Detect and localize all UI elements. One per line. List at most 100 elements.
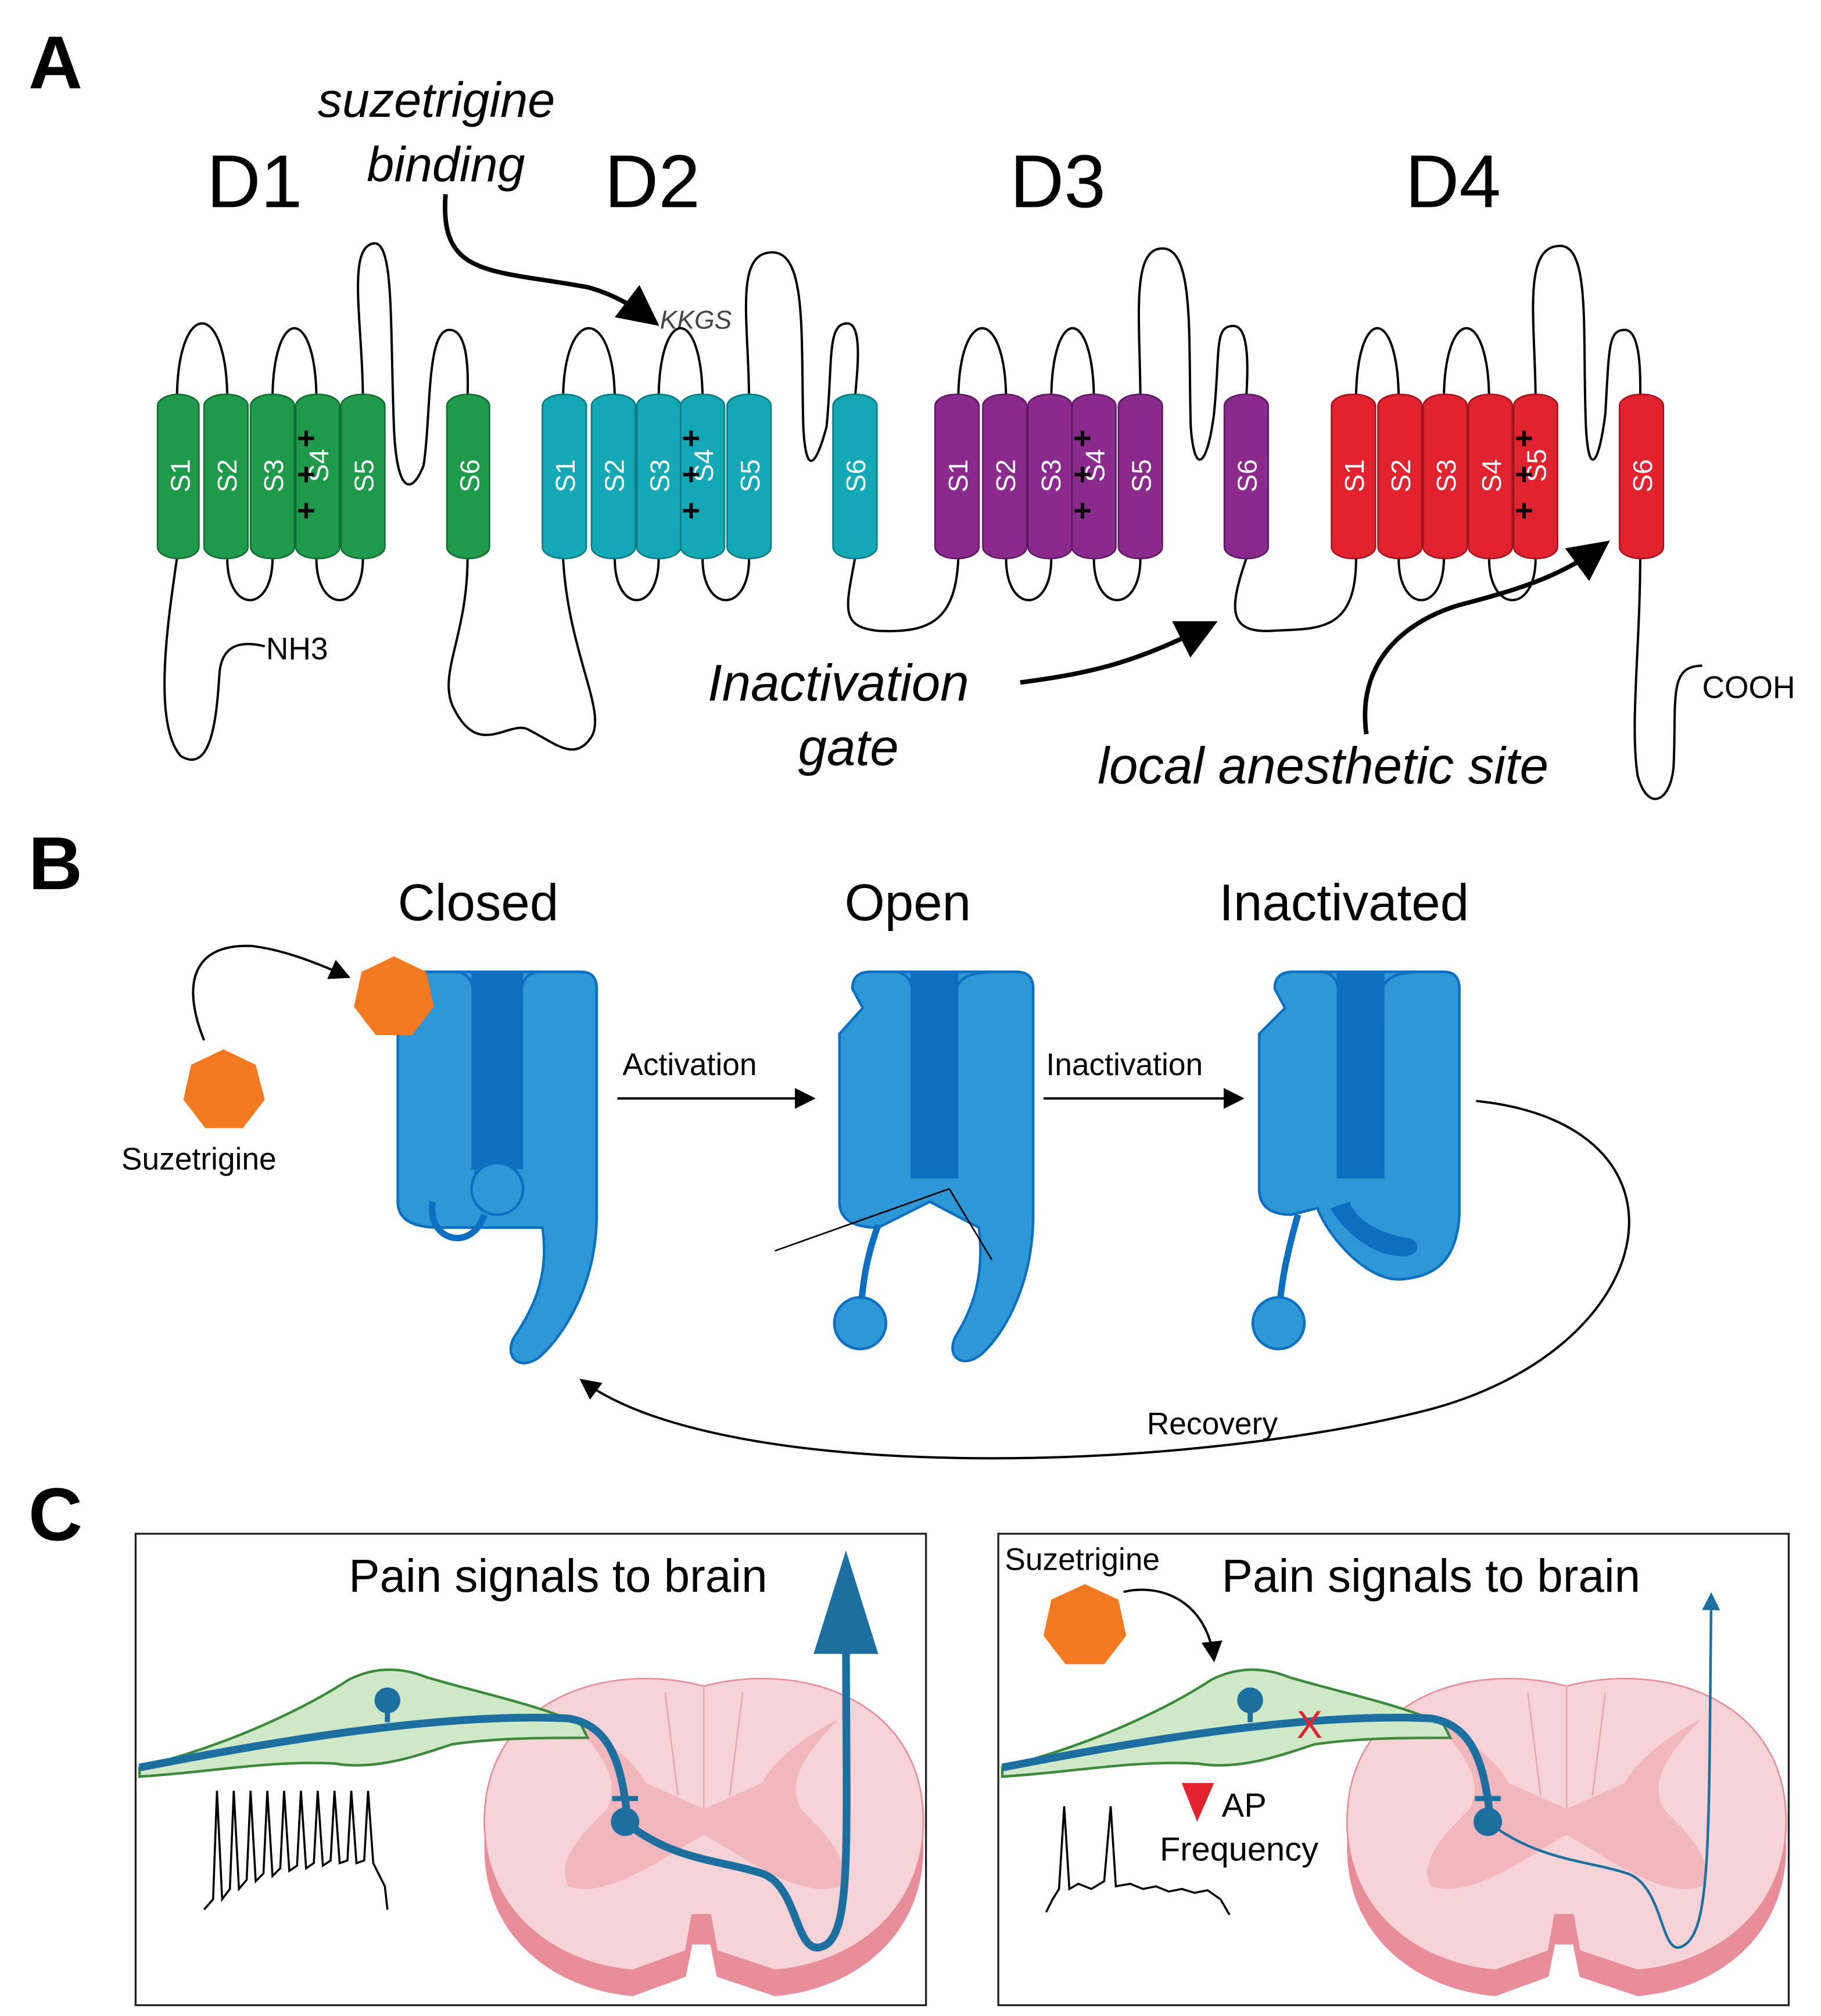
brain-arrow-left <box>813 1551 879 1654</box>
d3-segment-s1: S1 <box>934 393 980 560</box>
svg-text:S1: S1 <box>166 459 196 492</box>
suzetrigine-binding-arrow-b <box>192 944 351 1041</box>
d3-segment-s4: S4 +++ <box>1065 393 1117 560</box>
d3-s4-charges: +++ <box>1065 411 1099 520</box>
spinal-cord-right <box>1346 1678 1787 1996</box>
d4-segment-s4: S4 <box>1467 393 1514 560</box>
domain-d4: S1 S2 S3 S4 S5 +++ S6 <box>1331 393 1665 560</box>
svg-text:S2: S2 <box>1386 459 1416 492</box>
d2-segment-s2: S2 <box>590 393 636 560</box>
d1-s4-charges: +++ <box>289 411 324 520</box>
svg-text:S3: S3 <box>1036 459 1066 492</box>
domain-label-d4: D4 <box>1405 139 1501 223</box>
panel-label-b: B <box>28 822 83 905</box>
d1-segment-s6: S6 <box>446 393 490 560</box>
panel-c-right-frame <box>997 1532 1790 2007</box>
channel-closed <box>396 971 598 1365</box>
suzetrigine-label-b: Suzetrigine <box>121 1142 277 1176</box>
svg-text:S3: S3 <box>259 459 289 492</box>
svg-text:S5: S5 <box>735 459 765 492</box>
d3-segment-s3: S3 <box>1027 393 1073 560</box>
panel-c-left-frame <box>134 1532 927 2007</box>
recovery-arrow <box>579 1100 1630 1460</box>
panel-c-left-title: Pain signals to brain <box>349 1550 767 1602</box>
recovery-label: Recovery <box>1147 1407 1278 1441</box>
inactivation-gate-label-line2: gate <box>798 719 899 776</box>
drg-neuron-right <box>1001 1668 1502 1836</box>
panel-c: Pain signals to brain <box>134 1532 1790 2007</box>
d2-segment-s5: S5 <box>726 393 772 560</box>
d1-segment-s4: S4 +++ <box>289 393 340 560</box>
svg-text:S6: S6 <box>455 459 485 492</box>
suzetrigine-bound-heptagon <box>354 956 434 1036</box>
d2-segment-s6: S6 <box>832 393 878 560</box>
local-anesthetic-label: local anesthetic site <box>1098 737 1548 794</box>
svg-text:S3: S3 <box>644 459 675 492</box>
kkgs-motif: KKGS <box>660 306 732 334</box>
panel-c-left: Pain signals to brain <box>134 1532 927 2007</box>
binding-arrow <box>443 194 659 326</box>
suzetrigine-heptagon-c <box>1043 1584 1127 1664</box>
svg-text:S2: S2 <box>991 459 1021 492</box>
svg-text:S2: S2 <box>600 459 630 492</box>
d3-segment-s2: S2 <box>982 393 1028 560</box>
svg-text:S5: S5 <box>1126 459 1156 492</box>
svg-text:S6: S6 <box>841 459 871 492</box>
svg-text:S4: S4 <box>1476 459 1507 492</box>
domain-d2: S1 S2 S3 S4 +++ S5 S6 <box>542 393 878 560</box>
spinal-cord-left <box>483 1678 924 1996</box>
ap-trace-low-frequency <box>1045 1806 1231 1915</box>
svg-text:S2: S2 <box>212 459 242 492</box>
svg-text:S4: S4 <box>304 449 334 482</box>
protein-backbone <box>163 242 1702 800</box>
d4-segment-s2: S2 <box>1377 393 1423 560</box>
channel-open <box>775 971 1035 1363</box>
suzetrigine-label-c: Suzetrigine <box>1005 1542 1160 1577</box>
ascending-axon-left <box>622 1615 851 1951</box>
domain-label-d1: D1 <box>207 139 303 223</box>
ap-label: AP <box>1222 1787 1267 1824</box>
domain-d3: S1 S2 S3 S4 +++ S5 S6 <box>934 393 1270 560</box>
state-label-inactivated: Inactivated <box>1219 873 1469 931</box>
panel-c-right-title: Pain signals to brain <box>1222 1550 1640 1602</box>
d2-s4-charges: +++ <box>674 411 708 520</box>
ap-decrease-triangle <box>1181 1783 1214 1822</box>
c-terminus-label: COOH <box>1702 671 1795 705</box>
d1-segment-s1: S1 <box>156 393 200 560</box>
svg-text:S5: S5 <box>349 459 379 492</box>
d4-s5-charges: +++ <box>1507 411 1542 520</box>
local-anesthetic-arrow <box>1363 540 1610 735</box>
activation-label: Activation <box>622 1048 757 1082</box>
svg-text:S4: S4 <box>689 449 719 482</box>
svg-text:S6: S6 <box>1232 459 1263 492</box>
panel-a: D1 D2 D3 D4 suzetrigine binding KKGS <box>156 73 1795 800</box>
d1-segment-s3: S3 <box>249 393 296 560</box>
binding-label-line2: binding <box>367 137 525 192</box>
svg-text:S6: S6 <box>1628 459 1658 492</box>
panel-c-right: Pain signals to brain Suzetrigine <box>997 1532 1790 2007</box>
inactivation-gate-arrow <box>1020 621 1218 685</box>
d2-segment-s4: S4 +++ <box>674 393 726 560</box>
panel-b: Closed Open Inactivated Suzetrigine Acti… <box>121 873 1630 1460</box>
block-mark: X <box>1297 1703 1322 1746</box>
d1-segment-s2: S2 <box>203 393 249 560</box>
panel-label-a: A <box>28 21 83 105</box>
svg-text:S5: S5 <box>1522 449 1552 482</box>
binding-label-line1: suzetrigine <box>318 73 555 127</box>
state-label-closed: Closed <box>398 873 559 931</box>
svg-text:S1: S1 <box>550 459 580 492</box>
d4-segment-s1: S1 <box>1331 393 1376 560</box>
d1-segment-s5: S5 <box>340 393 386 560</box>
state-label-open: Open <box>845 873 971 931</box>
frequency-label: Frequency <box>1160 1831 1318 1868</box>
d4-segment-s3: S3 <box>1422 393 1468 560</box>
svg-text:S4: S4 <box>1080 449 1110 482</box>
n-terminus-label: NH3 <box>266 632 328 666</box>
d2-segment-s1: S1 <box>542 393 587 560</box>
svg-text:S3: S3 <box>1431 459 1461 492</box>
d4-segment-s5: S5 +++ <box>1507 393 1558 560</box>
suzetrigine-free-heptagon <box>183 1049 265 1129</box>
svg-text:S1: S1 <box>943 459 973 492</box>
drg-neuron-left <box>138 1668 640 1836</box>
